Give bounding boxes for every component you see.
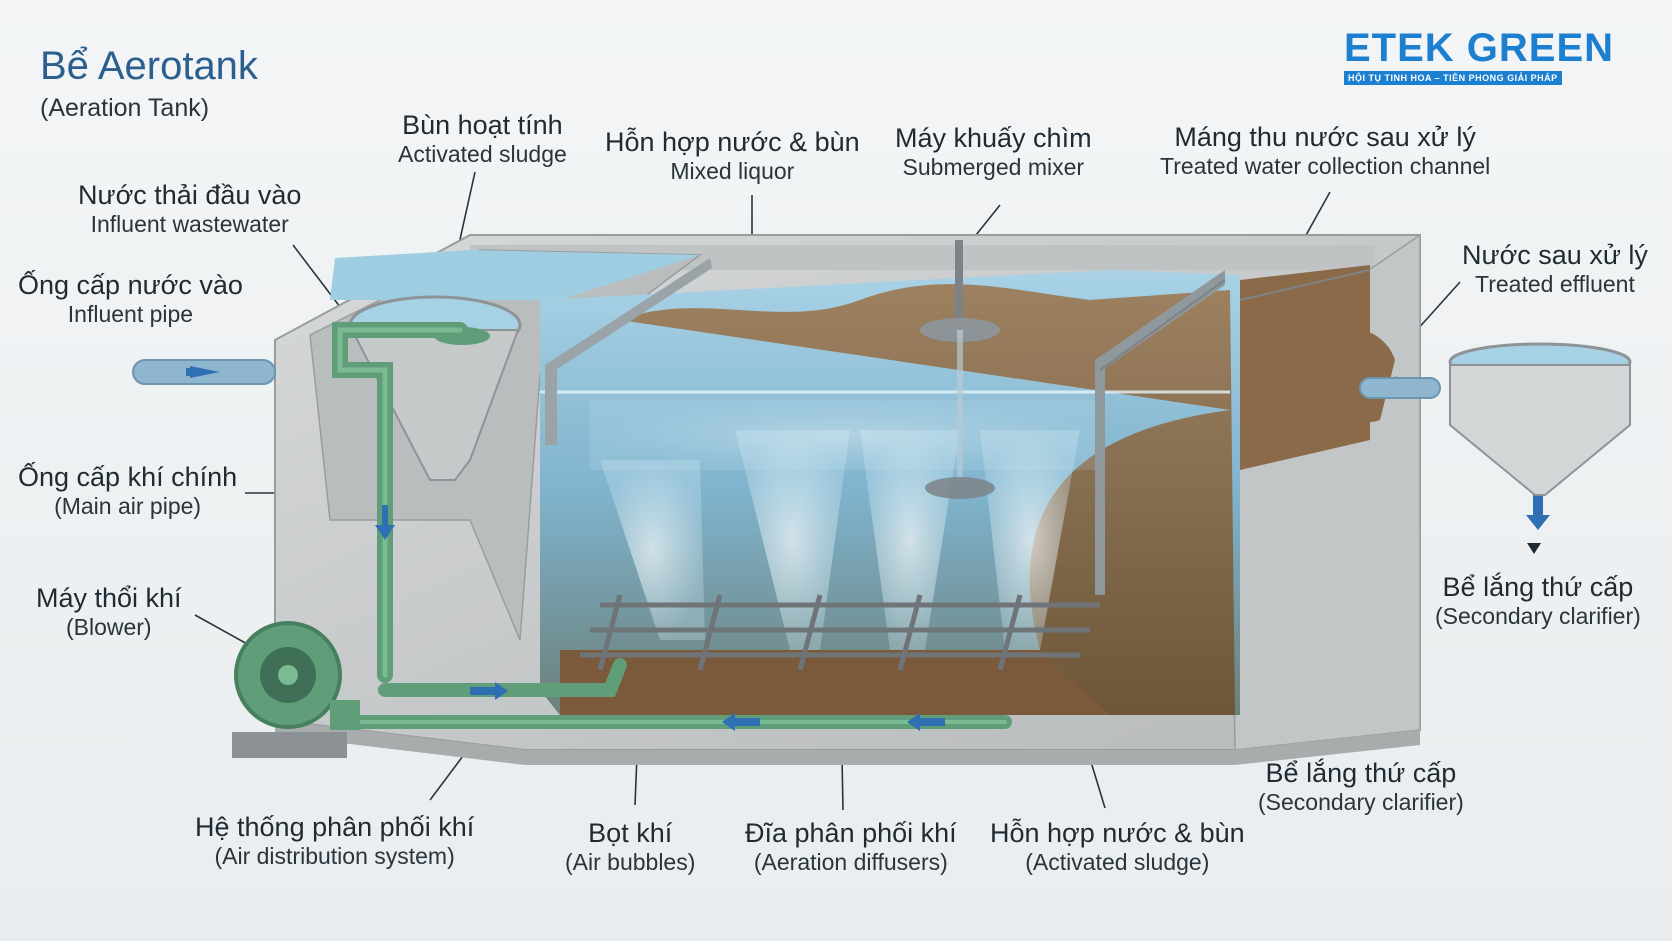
page-subtitle: (Aeration Tank) — [40, 94, 210, 122]
label-secondary-clarifier-right: Bể lắng thứ cấp(Secondary clarifier) — [1435, 572, 1641, 630]
logo-tagline: HỘI TỤ TINH HOA – TIÊN PHONG GIẢI PHÁP — [1344, 71, 1562, 85]
blower-device — [232, 621, 360, 758]
logo-name: ETEK GREEN — [1344, 26, 1615, 70]
air-bubble-plumes — [590, 400, 1100, 650]
label-mixed-liquor-bottom: Hỗn hợp nước & bùn(Activated sludge) — [990, 818, 1245, 876]
label-aeration-diffusers: Đĩa phân phối khí(Aeration diffusers) — [745, 818, 957, 876]
label-air-distribution: Hệ thống phân phối khí(Air distribution … — [195, 812, 475, 870]
air-pipes — [332, 322, 1012, 729]
submerged-mixer-device — [920, 240, 1000, 499]
collection-channel-weir — [1099, 269, 1371, 371]
baffles — [545, 258, 1225, 595]
influent-pipe-shape — [132, 359, 276, 385]
label-secondary-clarifier-bottom: Bể lắng thứ cấp(Secondary clarifier) — [1258, 758, 1464, 816]
brand-logo: ETEK GREEN HỘI TỤ TINH HOA – TIÊN PHONG … — [1344, 28, 1644, 86]
label-air-bubbles: Bọt khí(Air bubbles) — [565, 818, 696, 876]
label-main-air-pipe: Ống cấp khí chính(Main air pipe) — [18, 462, 238, 520]
down-triangle-icon — [1527, 543, 1541, 554]
page-title: Bể Aerotank — [40, 44, 258, 88]
label-blower: Máy thổi khí(Blower) — [36, 583, 182, 641]
diffuser-grid — [580, 594, 1100, 671]
secondary-clarifier-shape — [1310, 328, 1632, 496]
